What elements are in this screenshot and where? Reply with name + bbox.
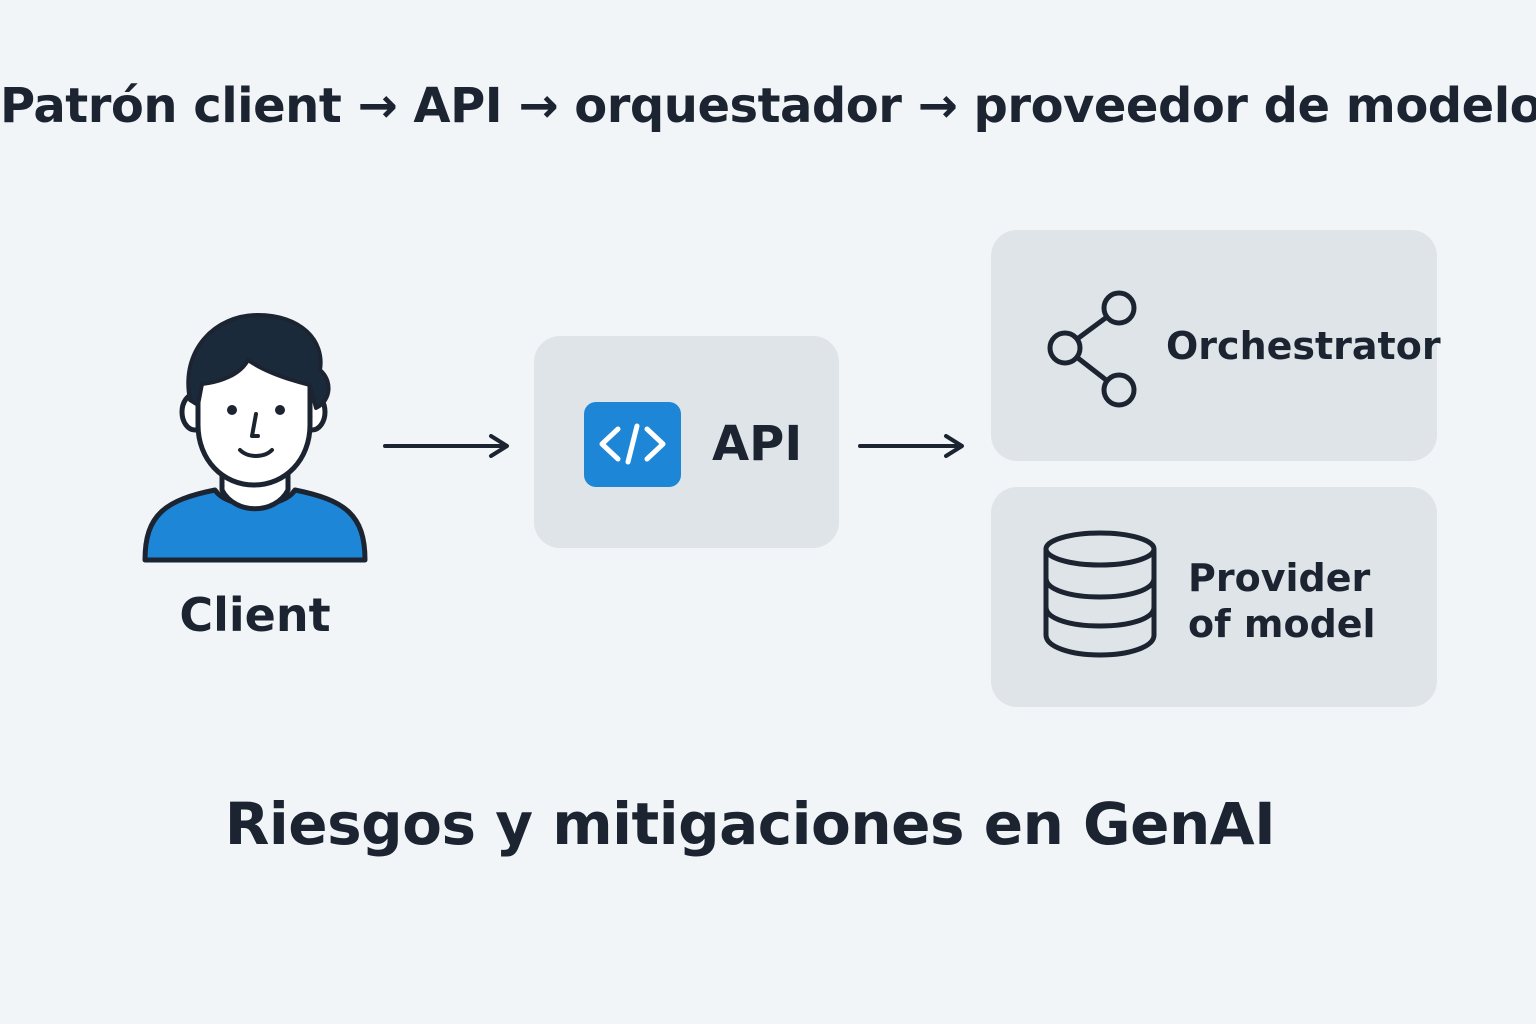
provider-label-line: of model <box>1188 602 1376 646</box>
provider-label-line: Provider <box>1188 556 1371 600</box>
share-nodes-icon <box>1047 290 1137 408</box>
code-icon <box>584 402 681 487</box>
client-node <box>140 310 370 570</box>
database-icon <box>1043 530 1157 658</box>
person-icon <box>142 313 368 563</box>
client-label: Client <box>179 588 331 642</box>
arrow-right-icon <box>383 434 509 458</box>
api-card: API <box>534 336 839 548</box>
arrow-right-icon <box>858 434 964 458</box>
api-label: API <box>712 416 803 472</box>
diagram-title: Patrón client → API → orquestador → prov… <box>0 78 1536 134</box>
provider-card: Provider of model <box>991 487 1437 707</box>
provider-label: Provider of model <box>1188 555 1376 647</box>
diagram-subtitle: Riesgos y mitigaciones en GenAI <box>224 790 1276 858</box>
orchestrator-card: Orchestrator <box>991 230 1441 461</box>
orchestrator-label: Orchestrator <box>1166 324 1441 368</box>
